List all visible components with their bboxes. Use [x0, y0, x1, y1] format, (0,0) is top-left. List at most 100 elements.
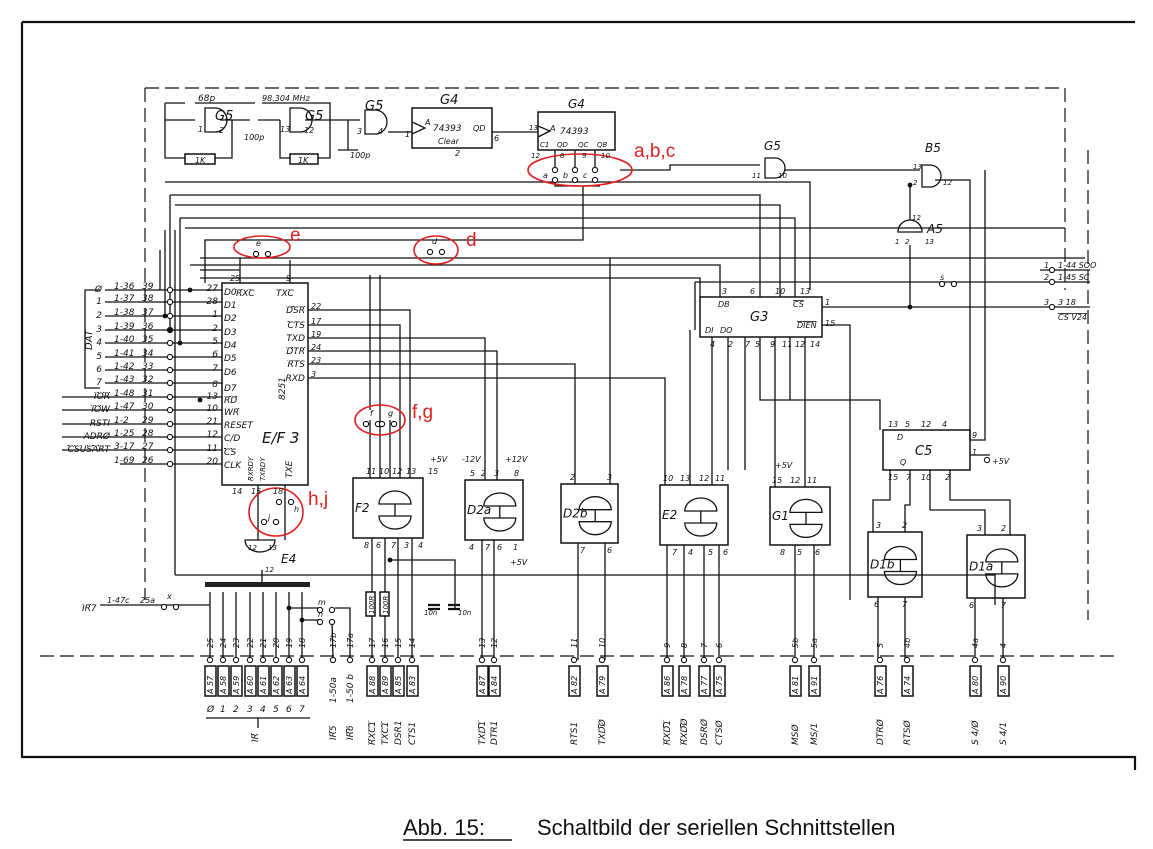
right-connector-label: 1-45 SC [1058, 273, 1090, 282]
gate-symbol [378, 490, 412, 530]
res-1k-label: 1K [195, 156, 206, 165]
pin-number: 15 [888, 473, 898, 482]
bus-terminal [166, 433, 174, 441]
bottom-connector-box-label: A 84 [490, 676, 499, 695]
bottom-connector-box-label: A 63 [285, 676, 294, 695]
pin-number: 13 [280, 125, 290, 134]
pin-number: 6 [497, 543, 502, 552]
bottom-ir-digit: Ø [206, 704, 215, 715]
counter2-type: 74393 [560, 127, 589, 137]
bus-terminal [166, 420, 174, 428]
pin-number: 13 [888, 420, 898, 429]
bottom-connector-box-label: A 90 [999, 676, 1008, 695]
pin-number: 3 [494, 469, 499, 478]
bus-connector-number: 1-37 [114, 294, 135, 304]
pin-number: 2 [219, 126, 224, 135]
counter2-out-label: C1 [540, 141, 549, 149]
pin-number: 14 [232, 487, 242, 496]
bottom-signal-label: TXD1 [478, 721, 488, 745]
bottom-pin-number: 4a [971, 638, 980, 648]
bottom-connector-box-label: A 57 [206, 675, 215, 695]
connector-box [698, 665, 711, 697]
bus-group-dat-label: DAT [84, 329, 95, 350]
pin-number: 4 [378, 127, 383, 136]
pin-number: 13 [529, 124, 538, 132]
pin-number: 4 [688, 548, 693, 557]
pin-number: 9 [972, 431, 977, 440]
bottom-signal-label: DSR1 [394, 720, 404, 745]
bus-connector-number: 1-40 [114, 335, 135, 345]
bus-signal-label: 3 [96, 325, 102, 335]
annotation-ellipse-d [413, 235, 459, 265]
junction-dot [387, 557, 393, 563]
annotation-ellipse-e [233, 235, 291, 259]
bottom-connector-box-label: A 62 [272, 676, 281, 695]
bottom-pin-number: 24 [219, 638, 228, 648]
pin-number: 13 [268, 544, 277, 552]
pin-number: 5 [755, 340, 760, 349]
bottom-connector-box-label: A 60 [246, 676, 255, 695]
usart-pin-clk-label: CLK [224, 461, 242, 471]
bottom-signal-label: CTSØ [714, 720, 725, 745]
bottom-pin-number: 23 [232, 638, 241, 648]
jumper-pin [571, 166, 579, 174]
bottom-connector-box-label: A 89 [381, 676, 390, 695]
pin-number: 10 [207, 404, 219, 414]
pin-number: 11 [807, 476, 817, 485]
bottom-ir-digit: 2 [233, 705, 239, 715]
junction-dot [177, 340, 183, 346]
bottom-signal-label: RXC1 [368, 721, 378, 745]
pin-number: 3 [876, 521, 881, 530]
supply-5v-label: +5V [510, 558, 528, 567]
bottom-pin-number: 17b [329, 633, 338, 648]
supply-plus12v-label: +12V [505, 455, 528, 464]
usart-pin-cs-label: CS [224, 448, 236, 458]
pin-number: 3 [977, 524, 982, 533]
bottom-pin-number: 21 [259, 638, 268, 648]
resistor-label: 100R [368, 596, 376, 614]
bottom-pin-number: 16 [381, 638, 390, 648]
bottom-pin-number: 5b [791, 638, 800, 648]
pin-number: 2 [481, 469, 486, 478]
capacitor-symbol [428, 603, 460, 611]
bottom-connector-terminal [876, 656, 884, 664]
right-connector-label: 1-44 SOO [1058, 261, 1096, 270]
switch-d-contact [426, 248, 434, 256]
pin-number: 25 [230, 274, 240, 283]
bottom-connector-box-label: A 85 [394, 676, 403, 695]
connector-box [270, 665, 283, 697]
res-1k-2-label: 1K [298, 156, 309, 165]
switch-n-contact [316, 618, 324, 626]
switch-n-label: n [318, 610, 323, 619]
bus-connector-number: 1-47 [114, 402, 135, 412]
pin-number: 11 [366, 467, 376, 476]
gate-g5-label: G5 [764, 139, 781, 153]
bottom-pin-number: 25 [206, 638, 215, 648]
bus-pin-number: 29 [142, 416, 154, 426]
usart-pin-rxd-label: RXD [286, 374, 305, 384]
pin-number: 7 [902, 600, 908, 609]
bottom-signal-label: RXD1 [663, 720, 673, 745]
usart-pin-d6-label: D6 [224, 368, 237, 378]
bus-terminal [166, 393, 174, 401]
usart-pin-dtr-label: DTR [286, 347, 305, 357]
pin-number: 8 [212, 380, 218, 390]
connector-box [789, 665, 802, 697]
d1b-package [867, 531, 923, 598]
pin-number: 13 [207, 392, 219, 402]
pin-number: 1 [405, 130, 410, 139]
pin-number: 6 [750, 287, 755, 296]
pin-number: 7 [212, 364, 218, 374]
pin-number: 14 [810, 340, 820, 349]
bottom-connector-terminal [663, 656, 671, 664]
bottom-connector-terminal [971, 656, 979, 664]
bus-terminal [166, 379, 174, 387]
bottom-connector-box-label: A 74 [903, 676, 912, 695]
bottom-connector-terminal [680, 656, 688, 664]
usart-pin-cd-label: C/D [224, 434, 240, 444]
bus-signal-label: 1 [96, 297, 102, 307]
capacitor-label: 10n [458, 609, 471, 617]
jumper-pin [551, 176, 559, 184]
pin-number: 1 [198, 125, 203, 134]
pin-number: 4 [418, 541, 423, 550]
